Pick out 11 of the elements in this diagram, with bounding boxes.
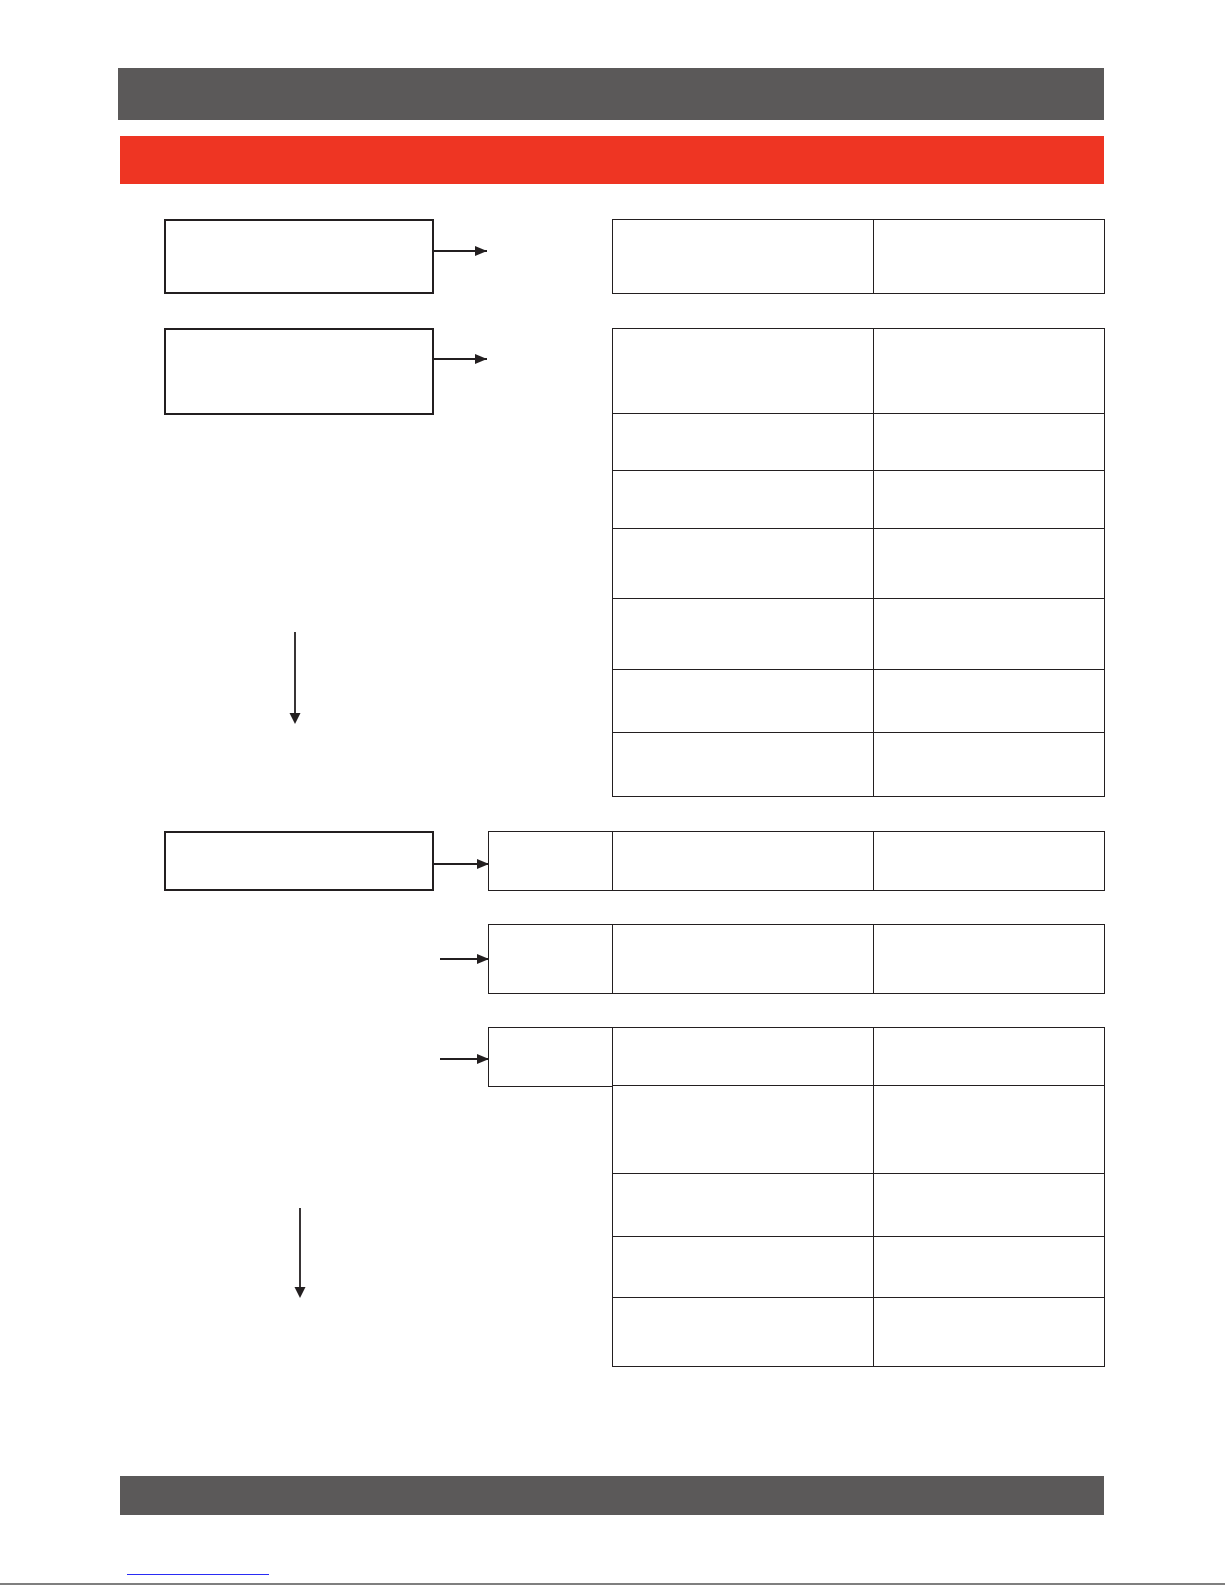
process-box bbox=[164, 831, 434, 891]
process-box bbox=[164, 328, 434, 415]
header-bar bbox=[118, 68, 1104, 120]
process-box bbox=[164, 219, 434, 294]
arrow bbox=[439, 1054, 490, 1064]
footer-bar bbox=[120, 1476, 1104, 1515]
arrow bbox=[432, 354, 488, 364]
arrow bbox=[432, 246, 488, 256]
arrow bbox=[432, 859, 490, 869]
section-heading-bar bbox=[120, 136, 1104, 184]
arrow bbox=[439, 954, 490, 964]
